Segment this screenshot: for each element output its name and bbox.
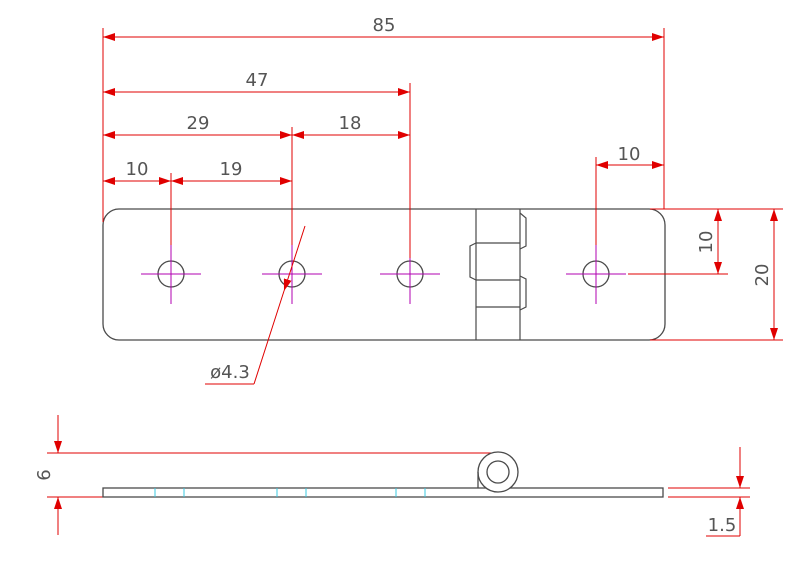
- dim-hole3-from-edge: 47: [246, 70, 269, 91]
- dim-hole2-from-edge: 29: [187, 113, 210, 134]
- knuckle-inner-circle: [486, 460, 510, 484]
- dim-hole4-from-right-edge: 10: [618, 144, 641, 165]
- dim-hole1-to-hole2: 19: [220, 159, 243, 180]
- dim-total-height: 6: [34, 469, 55, 480]
- dim-hole1-from-edge: 10: [126, 159, 149, 180]
- dim-overall-length: 85: [373, 15, 396, 36]
- dimension-lines: [47, 28, 783, 537]
- side-view: [102, 451, 664, 498]
- hinge-knuckle: [469, 209, 527, 340]
- dim-hole-diameter: ø4.3: [210, 362, 250, 383]
- hole-centerlines: [141, 244, 626, 304]
- top-view: [102, 208, 666, 341]
- dim-overall-width: 20: [752, 264, 773, 287]
- dim-plate-thickness: 1.5: [708, 515, 737, 536]
- dim-hole-center-height: 10: [696, 231, 717, 254]
- knuckle-outer-circle: [477, 451, 519, 493]
- side-plate: [102, 487, 664, 498]
- hidden-hole-lines: [154, 488, 426, 497]
- dim-hole2-to-hole3: 18: [339, 113, 362, 134]
